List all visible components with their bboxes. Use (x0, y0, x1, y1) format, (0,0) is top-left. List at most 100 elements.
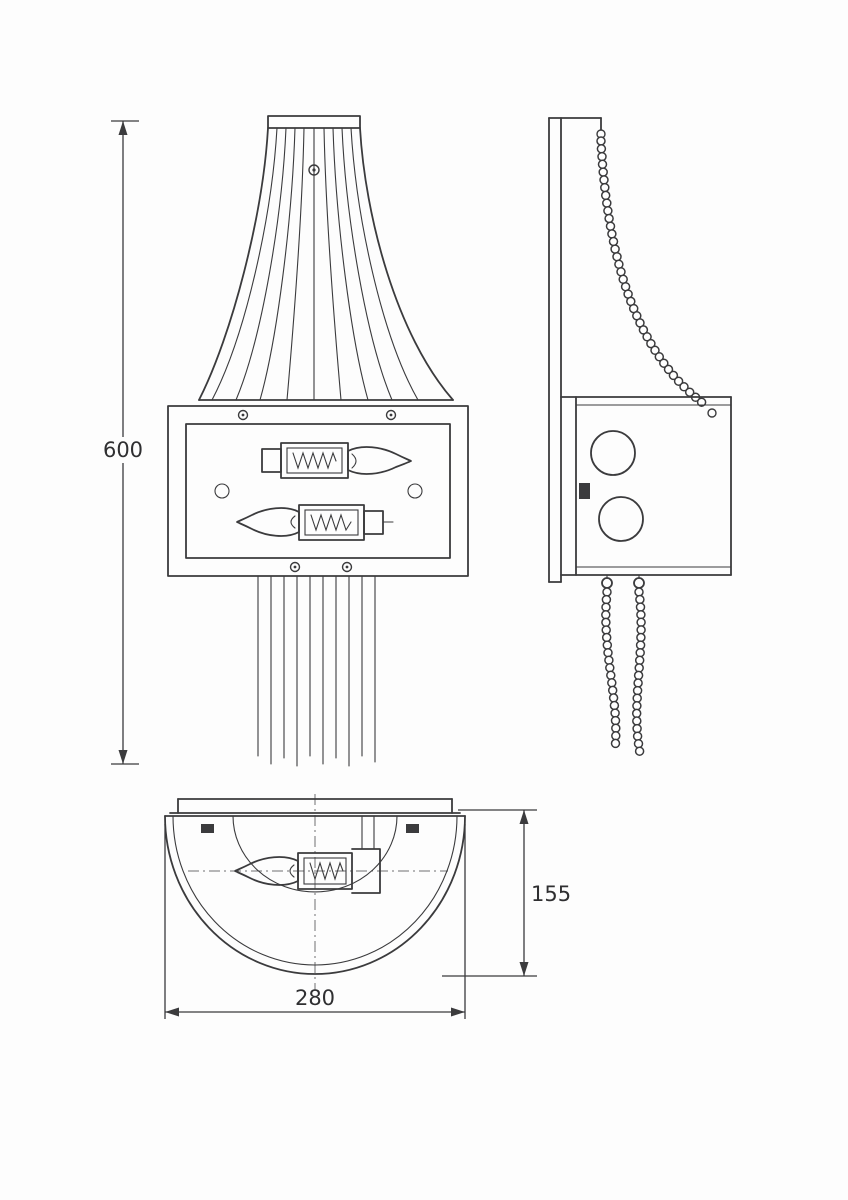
side-view (548, 117, 732, 756)
front-view (167, 115, 469, 767)
chain-bead (605, 221, 616, 231)
shade-inner-arc (172, 815, 458, 966)
canopy (267, 115, 361, 129)
chain-bead (611, 731, 621, 741)
chain-bead (607, 685, 618, 696)
chain-bead (634, 587, 644, 597)
chain-bead (604, 655, 614, 665)
chain-hook (707, 408, 717, 418)
shade-outer-arc (164, 815, 466, 975)
chain-bead (635, 647, 645, 658)
upper-bead-chain (596, 136, 707, 407)
chain-bead (610, 738, 621, 749)
shade-clip (201, 824, 214, 833)
candle-bulb (347, 446, 412, 475)
chain-bead (601, 632, 612, 643)
chain-bead (610, 715, 621, 726)
chain-bead (634, 655, 645, 666)
mount-hole (214, 483, 230, 499)
chain-bead (633, 738, 644, 749)
chain-bead (599, 175, 609, 185)
chain-bead (632, 716, 642, 726)
bulb-side (590, 430, 636, 476)
mount-hole (407, 483, 423, 499)
backplate-outer (167, 405, 469, 577)
chain-bead (633, 670, 644, 681)
lower-bead-chain-right (631, 587, 646, 756)
bell-strings (211, 127, 419, 401)
chain-bead (607, 678, 617, 688)
chain-bead (679, 382, 689, 392)
chain-bead (636, 617, 646, 628)
chain-bead (632, 693, 642, 703)
socket-spring (309, 861, 344, 881)
chain-bead (609, 700, 620, 711)
terminal-block (579, 483, 590, 499)
dimension-width: 280 (164, 824, 466, 1019)
chain-bead (603, 647, 613, 658)
chain-bead (650, 345, 660, 356)
chain-bead (602, 587, 612, 597)
shade-clip (406, 824, 419, 833)
dimension-depth: 155 (442, 809, 571, 977)
chain-bead (654, 352, 665, 362)
bulb-bracket (351, 848, 381, 894)
chain-bead (635, 602, 646, 612)
chain-bead (607, 229, 617, 239)
candle-bulb (234, 856, 299, 886)
chain-bead (632, 701, 642, 711)
lower-bulb-assembly (236, 504, 394, 541)
chain-bead (608, 693, 619, 703)
chain-bead (601, 610, 611, 620)
chain-bead (659, 358, 669, 368)
arrow-up-icon (519, 810, 529, 824)
chain-bead (596, 144, 607, 154)
chain-bead (600, 182, 610, 193)
bottom-view (164, 794, 466, 990)
arrow-left-icon (165, 1007, 179, 1017)
chain-bead (611, 723, 621, 733)
arrow-up-icon (118, 121, 128, 135)
chain-bead (596, 136, 606, 146)
chain-bead (633, 678, 643, 688)
socket-spring (310, 513, 352, 532)
chain-bead (663, 364, 674, 375)
chain-loop (633, 577, 645, 589)
chain-bead (612, 251, 622, 262)
chain-bead (601, 594, 612, 605)
chain-bead (603, 206, 613, 216)
chain-bead (597, 151, 607, 162)
upper-bulb-assembly (261, 442, 412, 479)
chain-bead (632, 731, 643, 741)
bulb-side (598, 496, 644, 542)
plan-bulb-assembly (234, 815, 381, 894)
dimension-width-label: 280 (295, 986, 335, 1010)
hanging-strings (257, 575, 376, 767)
chain-bead (646, 338, 656, 349)
lower-bead-chain-left (601, 587, 621, 749)
chain-bead (604, 213, 614, 224)
chain-bead (600, 190, 611, 201)
chain-bead (634, 746, 645, 756)
chain-bead (632, 723, 642, 734)
chain-bead (635, 594, 645, 605)
chain-bead (632, 685, 643, 696)
chain-bead (673, 376, 684, 386)
bulb-bracket (261, 448, 282, 473)
chain-bead (636, 625, 646, 635)
chain-bead (606, 670, 616, 681)
backplate-inner (185, 423, 451, 559)
chain-bead (601, 602, 611, 612)
chain-bead (631, 708, 642, 719)
chain-bead (597, 159, 608, 170)
chain-bead (696, 397, 707, 407)
arrow-right-icon (451, 1007, 465, 1017)
chain-bead (614, 259, 624, 270)
chain-bead (610, 244, 620, 254)
arrow-down-icon (519, 962, 529, 976)
candle-bulb (236, 507, 300, 537)
bell-right-edge (359, 127, 454, 401)
chain-loop (601, 577, 613, 589)
